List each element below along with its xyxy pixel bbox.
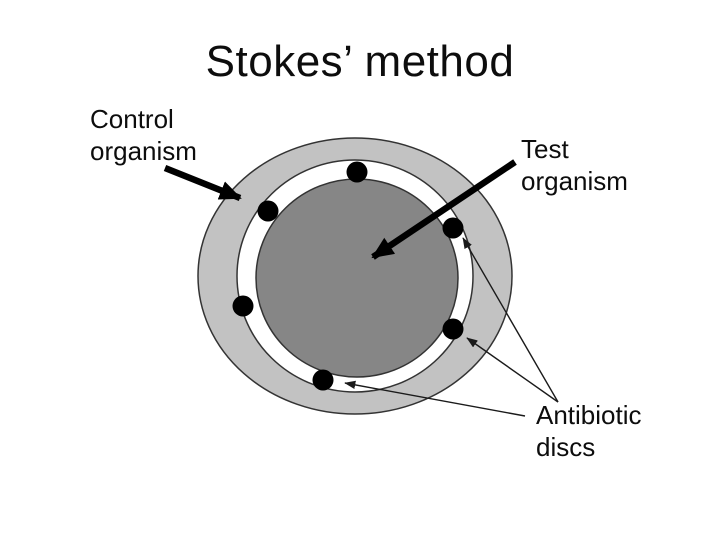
antibiotic-disc-arrow-lower (466, 337, 559, 403)
test-organism-arrow (371, 159, 517, 260)
antibiotic-disc-arrow-upper (462, 237, 559, 403)
antibiotic-disc (442, 217, 464, 239)
antibiotic-discs-group (232, 161, 464, 391)
antibiotic-discs-label-line1: Antibiotic (536, 400, 642, 430)
control-organism-label-line1: Control (90, 104, 174, 134)
antibiotic-disc (346, 161, 368, 183)
antibiotic-disc (312, 369, 334, 391)
antibiotic-discs-label: Antibiotic discs (536, 399, 642, 463)
test-organism-label-line1: Test (521, 134, 569, 164)
antibiotic-disc (257, 200, 279, 222)
control-organism-label-line2: organism (90, 136, 197, 166)
test-organism-label: Test organism (521, 133, 628, 197)
antibiotic-disc (442, 318, 464, 340)
control-organism-arrow (163, 164, 242, 202)
control-organism-label: Control organism (90, 103, 197, 167)
test-organism-circle (255, 178, 459, 378)
test-organism-label-line2: organism (521, 166, 628, 196)
antibiotic-disc-arrow-bottom (344, 380, 526, 417)
slide-title: Stokes’ method (205, 37, 515, 86)
antibiotic-disc (232, 295, 254, 317)
antibiotic-discs-label-line2: discs (536, 432, 596, 462)
